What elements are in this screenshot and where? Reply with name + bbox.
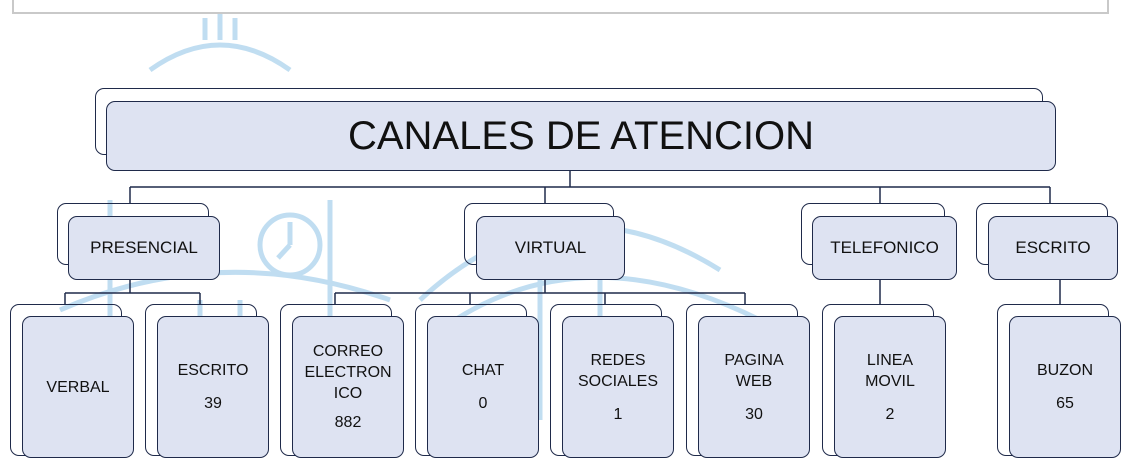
leaf-count: 39 bbox=[204, 395, 222, 412]
org-chart: CANALES DE ATENCION PRESENCIAL VIRTUAL T… bbox=[10, 0, 1121, 458]
category-label: PRESENCIAL bbox=[90, 238, 198, 257]
leaf-count: 30 bbox=[745, 405, 763, 423]
category-label: TELEFONICO bbox=[830, 238, 939, 257]
leaf-count: 0 bbox=[478, 395, 488, 412]
leaf-label: REDES SOCIALES bbox=[577, 351, 659, 390]
leaf-count: 1 bbox=[613, 405, 623, 423]
category-box-presencial: PRESENCIAL bbox=[68, 216, 220, 280]
category-box-escrito: ESCRITO bbox=[988, 216, 1118, 280]
leaf-label: BUZON bbox=[1037, 362, 1093, 379]
leaf-box-pagina-web: PAGINA WEB 30 bbox=[698, 316, 810, 458]
leaf-box-verbal: VERBAL bbox=[22, 316, 134, 458]
title-box: CANALES DE ATENCION bbox=[106, 101, 1056, 171]
leaf-box-buzon: BUZON 65 bbox=[1009, 316, 1121, 458]
leaf-box-correo-electronico: CORREO ELECTRON ICO 882 bbox=[292, 316, 404, 458]
leaf-box-linea-movil: LINEA MOVIL 2 bbox=[834, 316, 946, 458]
leaf-box-redes-sociales: REDES SOCIALES 1 bbox=[562, 316, 674, 458]
connector-lines bbox=[64, 169, 1061, 304]
category-label: VIRTUAL bbox=[514, 238, 587, 257]
leaf-count: 882 bbox=[334, 414, 362, 431]
leaf-box-escrito: ESCRITO 39 bbox=[157, 316, 269, 458]
category-box-telefonico: TELEFONICO bbox=[812, 216, 957, 280]
leaf-label: LINEA MOVIL bbox=[865, 351, 915, 390]
leaf-label: CORREO ELECTRON ICO bbox=[304, 343, 392, 402]
leaf-label: VERBAL bbox=[46, 378, 110, 396]
leaf-count: 65 bbox=[1056, 395, 1074, 412]
category-box-virtual: VIRTUAL bbox=[476, 216, 625, 280]
leaf-label: PAGINA WEB bbox=[724, 351, 784, 390]
leaf-label: CHAT bbox=[461, 362, 505, 379]
leaf-box-chat: CHAT 0 bbox=[427, 316, 539, 458]
leaf-count: 2 bbox=[885, 405, 895, 423]
top-panel-edge bbox=[12, 0, 1109, 14]
chart-title: CANALES DE ATENCION bbox=[347, 113, 815, 158]
category-label: ESCRITO bbox=[1015, 238, 1091, 257]
leaf-label: ESCRITO bbox=[177, 362, 249, 379]
